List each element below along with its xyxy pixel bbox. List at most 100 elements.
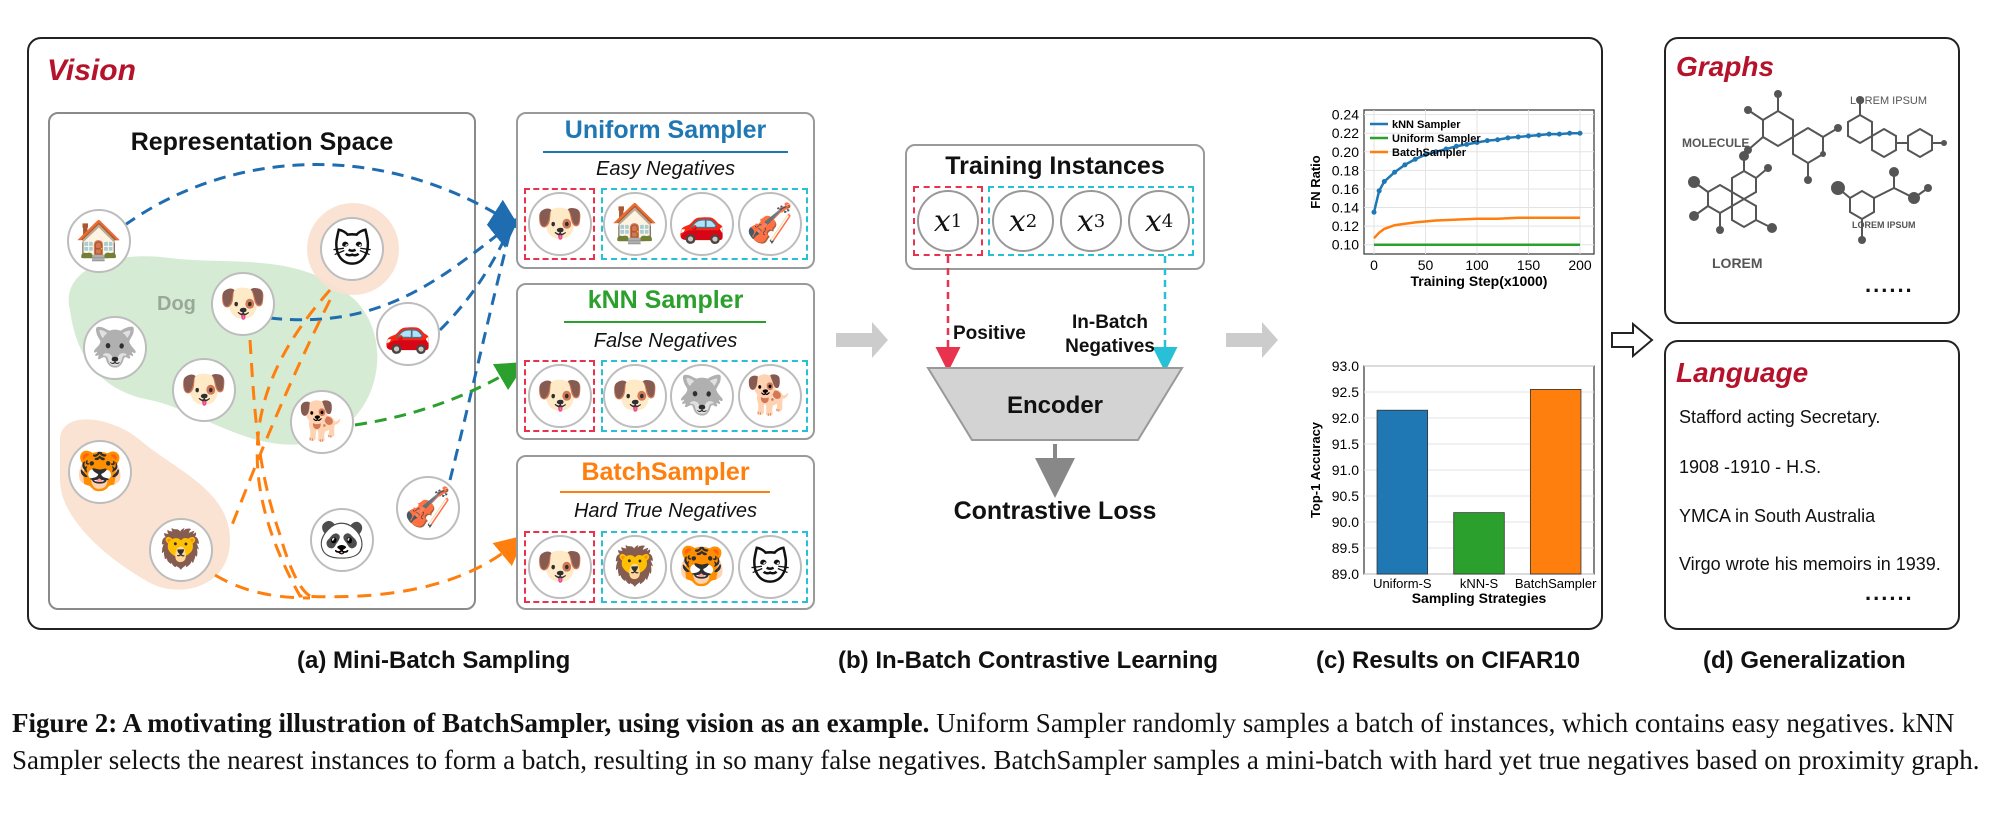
uniform-title-underline: [543, 151, 788, 153]
bar-chart-ytick-label: 91.0: [1332, 462, 1359, 478]
arrow-batch-2: [228, 299, 332, 531]
negatives-label-line2: Negatives: [1065, 336, 1155, 357]
husky-icon: 🐺: [83, 316, 147, 380]
legend-label: BatchSampler: [1392, 147, 1467, 159]
tiger-icon: 🐯: [68, 440, 132, 504]
line-chart-ytick-label: 0.22: [1332, 125, 1359, 141]
violin-icon: 🎻: [396, 476, 460, 540]
sampling-arrows: [124, 163, 527, 600]
positive-instance-box: [913, 186, 983, 256]
language-ellipsis: ......: [1865, 580, 1914, 605]
uniform-positive-box: [524, 188, 595, 260]
line-chart-xtick-label: 0: [1370, 257, 1378, 273]
bar-chart-ytick-label: 92.0: [1332, 410, 1359, 426]
bar-2: [1529, 389, 1582, 575]
knn-husky-icon: 🐺: [670, 364, 734, 428]
boxer-icon: 🐶: [172, 358, 236, 422]
figure-caption-text: Uniform Sampler randomly samples a batch…: [12, 708, 1980, 775]
caption-c: (c) Results on CIFAR10: [1316, 647, 1581, 674]
dog-cluster-label: Dog: [157, 293, 196, 315]
graph-label-lorem: LOREM: [1712, 255, 1763, 271]
line-chart-ytick-label: 0.24: [1332, 107, 1359, 123]
negatives-label-line1: In-Batch: [1072, 312, 1148, 333]
uniform-positive-dog-icon: 🐶: [528, 192, 592, 256]
panda-icon: 🐼: [310, 508, 374, 572]
line-series-0: [1372, 131, 1580, 213]
caption-d: (d) Generalization: [1703, 647, 1906, 674]
encoder-label: Encoder: [1006, 392, 1104, 419]
flow-arrow-c-d: [1611, 321, 1654, 359]
language-panel: [1664, 340, 1960, 630]
batch-positive-box: [524, 531, 595, 603]
line-chart-ylabel: FN Ratio: [1308, 155, 1323, 209]
encoder-diagram: [926, 256, 1184, 498]
arrow-batch-4: [214, 573, 311, 600]
line-series-point: [1505, 135, 1511, 141]
line-series-point: [1433, 149, 1439, 155]
batch-title-underline: [560, 491, 770, 493]
lion-icon: 🦁: [149, 518, 213, 582]
arrow-car-uniform: [438, 227, 512, 332]
accuracy-bar-chart: 93.092.592.091.591.090.590.089.589.0Unif…: [1308, 358, 1597, 606]
uniform-house-icon: 🏠: [603, 192, 667, 256]
line-series-point: [1567, 130, 1573, 136]
line-chart-ytick-label: 0.10: [1332, 237, 1359, 253]
batch-negatives-box: [601, 531, 808, 603]
graph-label-lorem-ipsum-1: LOREM IPSUM: [1850, 95, 1927, 107]
batch-cat-icon: 🐱: [738, 535, 802, 599]
knn-title-underline: [564, 321, 766, 323]
arrow-batch-1: [255, 289, 526, 599]
line-series-point: [1484, 138, 1490, 144]
contrastive-loss-label: Contrastive Loss: [953, 497, 1157, 525]
graphs-ellipsis: ......: [1865, 272, 1914, 297]
legend-label: Uniform Sampler: [1392, 133, 1481, 145]
line-chart-xtick-label: 200: [1568, 257, 1592, 273]
batchsampler-title: BatchSampler: [581, 458, 750, 486]
arrow-batch-3: [248, 339, 311, 598]
molecule-2: [1847, 100, 1944, 159]
language-title: Language: [1676, 357, 1809, 388]
batchsampler-subtitle: Hard True Negatives: [573, 500, 758, 522]
negative-instances-box: [988, 186, 1194, 256]
line-chart-frame: [1363, 109, 1595, 255]
line-series-point: [1515, 134, 1521, 140]
spaniel-icon: 🐕: [290, 390, 354, 454]
line-series-point: [1453, 143, 1459, 149]
line-chart-ytick-label: 0.20: [1332, 144, 1359, 160]
bar-chart-xlabel: Sampling Strategies: [1412, 590, 1547, 606]
line-chart-ytick-label: 0.12: [1332, 218, 1359, 234]
bar-0: [1376, 409, 1429, 575]
line-chart-ytick-label: 0.14: [1332, 200, 1359, 216]
knn-subtitle: False Negatives: [593, 330, 738, 352]
negatives-label: In-Batch Negatives: [1060, 311, 1160, 359]
bar-chart-ytick-label: 91.5: [1332, 436, 1359, 452]
bar-chart-ytick-label: 89.0: [1332, 566, 1359, 582]
uniform-negatives-box: [601, 188, 808, 260]
representation-space-title: Representation Space: [130, 128, 394, 156]
batch-tiger-icon: 🐯: [670, 535, 734, 599]
bar-chart-ylabel: Top-1 Accuracy: [1308, 421, 1323, 518]
bar-chart-ytick-label: 90.5: [1332, 488, 1359, 504]
uniform-sampler-title: Uniform Sampler: [564, 116, 767, 144]
knn-spaniel-icon: 🐕: [738, 364, 802, 428]
figure-caption-bold: Figure 2: A motivating illustration of B…: [12, 708, 930, 738]
line-series-point: [1381, 179, 1387, 185]
bar-chart-ytick-label: 93.0: [1332, 358, 1359, 374]
line-series-point: [1546, 131, 1552, 137]
molecule-3: [1693, 156, 1773, 230]
line-chart-ytick-label: 0.16: [1332, 181, 1359, 197]
knn-positive-box: [524, 360, 595, 432]
caption-b: (b) In-Batch Contrastive Learning: [838, 647, 1219, 674]
encoder-trapezoid: [926, 367, 1184, 441]
bar-chart-ytick-label: 90.0: [1332, 514, 1359, 530]
bar-1: [1453, 512, 1505, 575]
line-series-point: [1392, 169, 1398, 175]
vision-title: Vision: [47, 54, 136, 87]
uniform-car-icon: 🚗: [670, 192, 734, 256]
bar-chart-category-label: kNN-S: [1460, 576, 1499, 591]
molecule-illustrations: MOLECULE LOREM IPSUM LOREM LOREM IPSUM: [1682, 90, 1947, 271]
